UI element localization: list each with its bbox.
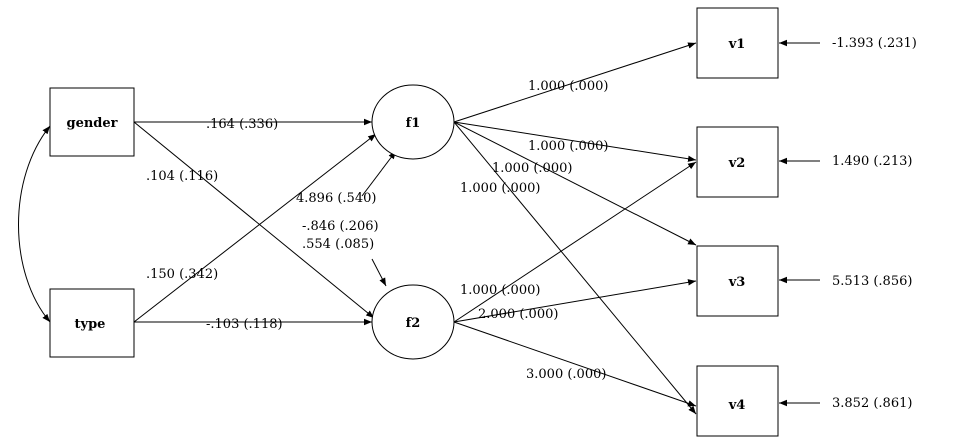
f1-to-v3-arrow: [453, 121, 697, 246]
label-f1-v1: 1.000 (.000): [528, 79, 608, 94]
node-gender: gender: [49, 87, 135, 157]
label-f2-variance: .554 (.085): [302, 237, 374, 252]
f1-variance-arrow: [361, 150, 397, 197]
node-type: type: [49, 288, 135, 358]
f2-to-v4-arrow: [453, 321, 697, 407]
f1-to-v4-arrow: [453, 121, 697, 415]
label-gender-f1: .164 (.336): [206, 117, 278, 132]
node-f1-label: f1: [406, 116, 421, 131]
label-v1-error: -1.393 (.231): [832, 36, 917, 51]
label-f1-variance: 4.896 (.540): [296, 191, 376, 206]
node-v4: v4: [696, 365, 779, 437]
node-v1-label: v1: [728, 37, 746, 52]
label-v2-error: 1.490 (.213): [832, 154, 912, 169]
label-f2-v3: 2.000 (.000): [478, 307, 558, 322]
node-v4-label: v4: [728, 398, 746, 413]
label-type-f2: -.103 (.118): [206, 317, 283, 332]
f2-variance-arrow: [371, 258, 387, 287]
node-v2: v2: [696, 126, 779, 198]
label-f1-v2: 1.000 (.000): [528, 139, 608, 154]
f1-to-v2-arrow: [453, 121, 697, 162]
node-type-label: type: [75, 317, 106, 332]
label-f1-f2-covariance: -.846 (.206): [302, 219, 379, 234]
gender-type-covariance-arrow: [18, 125, 51, 323]
label-f1-v4: 1.000 (.000): [460, 181, 540, 196]
label-type-f1: .150 (.342): [146, 267, 218, 282]
label-f2-v4: 3.000 (.000): [526, 367, 606, 382]
node-v3-label: v3: [728, 275, 746, 290]
node-v1: v1: [696, 7, 779, 79]
node-f1: f1: [371, 84, 455, 160]
node-v2-label: v2: [728, 156, 746, 171]
gender-to-f2-arrow: [133, 121, 375, 319]
node-gender-label: gender: [66, 116, 117, 131]
f2-to-v3-arrow: [453, 279, 697, 323]
f1-to-v1-arrow: [453, 42, 697, 123]
label-f2-v2: 1.000 (.000): [460, 283, 540, 298]
f2-to-v2-arrow: [453, 161, 697, 323]
type-to-f1-arrow: [133, 133, 377, 323]
label-v3-error: 5.513 (.856): [832, 274, 912, 289]
node-f2: f2: [371, 284, 455, 360]
node-v3: v3: [696, 245, 779, 317]
node-f2-label: f2: [406, 316, 421, 331]
label-f1-v3: 1.000 (.000): [492, 161, 572, 176]
label-gender-f2: .104 (.116): [146, 169, 218, 184]
label-v4-error: 3.852 (.861): [832, 396, 912, 411]
